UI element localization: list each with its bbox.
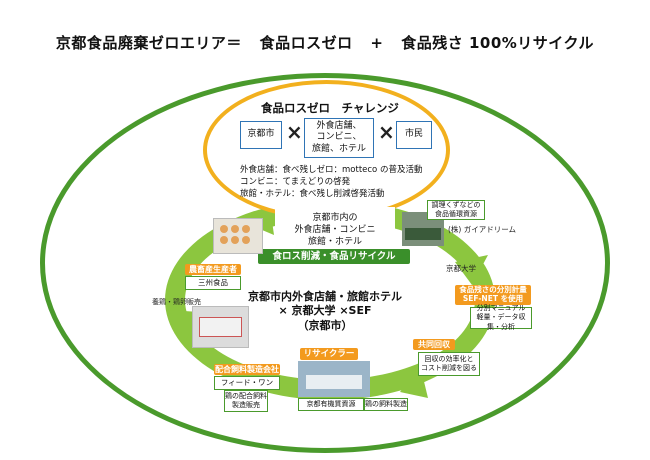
activity-convenience: コンビニ：てまえどりの啓発 [240, 177, 351, 187]
arrow-right-icon [455, 255, 488, 285]
activity-restaurants: 外食店舗：食べ残しゼロ：motteco の普及活動 [240, 165, 423, 175]
livestock-name: 三州食品 [185, 276, 241, 290]
outer-ellipse [40, 73, 610, 453]
header-left: 京都食品廃棄ゼロエリア＝ [55, 34, 242, 52]
cycle-center-text: 京都市内外食店舗・旅館ホテル × 京都大学 ×SEF （京都市） [248, 290, 402, 332]
gaia-name: (株) ガイアドリーム [448, 225, 517, 234]
actor-label: 市民 [404, 129, 423, 140]
collection-tag: 共同回収 [413, 339, 455, 350]
recycler-tag: リサイクラー [300, 348, 358, 360]
actor-citizens: 市民 [396, 121, 432, 149]
livestock-note: 養鶏・鶏卵販売 [152, 298, 201, 306]
egg-photo [213, 218, 263, 254]
sef-tag: 食品残さの分別計量 SEF-NET を使用 [455, 285, 531, 305]
header-middle: 食品ロスゼロ [259, 34, 353, 52]
actor-label: 京都市 [247, 129, 275, 140]
recycler-note: 鶏の飼料製造 [364, 398, 408, 411]
page-title: 京都食品廃棄ゼロエリア＝ 食品ロスゼロ + 食品残さ 100%リサイクル [0, 32, 650, 53]
feed-tag: 配合飼料製造会社 [214, 364, 280, 375]
farm-photo [192, 306, 249, 348]
sef-note: 分別マニュアル 軽量・データ収集・分析 [470, 304, 532, 331]
feed-name: フィード・ワン [214, 376, 280, 390]
actor-label: 外食店舗、 コンビニ、 旅館、ホテル [311, 121, 366, 154]
bins-photo [402, 212, 444, 246]
feed-note: 鶏の配合飼料 製造販売 [224, 390, 268, 412]
activity-hotels: 旅館・ホテル：食べ残し削減啓発活動 [240, 189, 385, 199]
times-symbol: × [378, 120, 395, 144]
livestock-tag: 農畜産生産者 [185, 264, 241, 275]
cycle-banner: 食ロス削減・食品リサイクル [258, 249, 410, 264]
recycler-photo [298, 361, 370, 397]
header-plus: + [370, 34, 384, 52]
actor-stores: 外食店舗、 コンビニ、 旅館、ホテル [304, 118, 374, 158]
header-right: 食品残さ 100%リサイクル [401, 34, 595, 52]
cycle-top-text: 京都市内の 外食店舗・コンビニ 旅館・ホテル [275, 207, 395, 253]
challenge-title: 食品ロスゼロ チャレンジ [261, 101, 399, 115]
recycler-name: 京都有機質資源 [298, 398, 364, 411]
times-symbol: × [286, 120, 303, 144]
gaia-note: 調理くずなどの 食品循環資源 [427, 200, 485, 220]
collection-note: 回収の効率化と コスト削減を図る [418, 352, 480, 376]
kyodai-label: 京都大学 [446, 264, 476, 273]
actor-kyoto-city: 京都市 [240, 121, 282, 149]
